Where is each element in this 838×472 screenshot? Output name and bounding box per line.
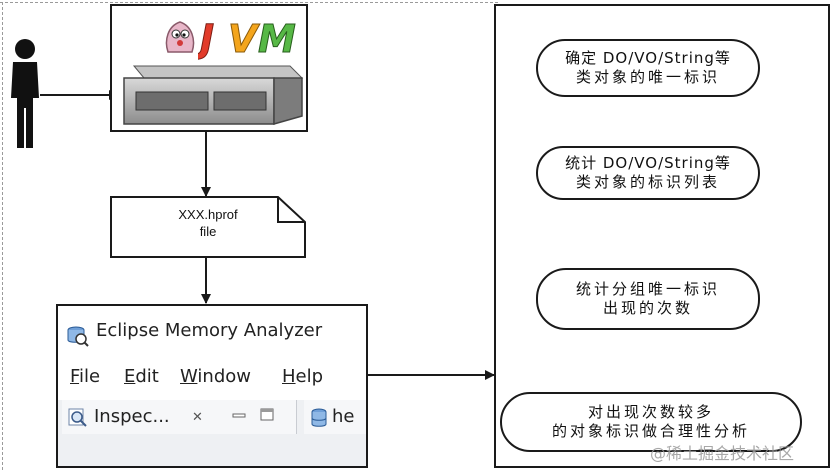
- hprof-file-type: file: [199, 224, 217, 239]
- editor-tab-bar: Inspec... ✕ he: [58, 400, 366, 466]
- watermark: @稀土掘金技术社区: [650, 444, 795, 463]
- jvm-logo-m: M: [258, 17, 296, 60]
- flow-step-3-line-1: 统计分组唯一标识: [575, 280, 720, 298]
- flow-step-2-line-2: 类对象的标识列表: [575, 173, 720, 191]
- magnifier-icon: [68, 408, 87, 427]
- jvm-logo-j: J: [198, 17, 214, 60]
- jvm-logo-v: V: [228, 17, 260, 60]
- tab-inspector[interactable]: Inspec... ✕: [62, 400, 297, 434]
- flow-step-1: 确定 DO/VO/String等 类对象的唯一标识: [536, 39, 760, 97]
- dashed-border-top: [0, 2, 498, 3]
- flow-step-1-line-1: 确定 DO/VO/String等: [565, 49, 731, 67]
- flow-step-3-line-2: 出现的次数: [602, 299, 693, 317]
- menu-window-mnemonic: W: [180, 366, 198, 387]
- tab-heap-label: he: [332, 406, 355, 427]
- menu-help[interactable]: Help: [282, 366, 323, 387]
- flow-step-4-line-2: 的对象标识做合理性分析: [551, 422, 750, 440]
- flow-step-3: 统计分组唯一标识 出现的次数: [536, 268, 760, 330]
- tab-close-icon[interactable]: ✕: [192, 410, 203, 425]
- flow-step-2: 统计 DO/VO/String等 类对象的标识列表: [536, 146, 760, 200]
- jvm-logo: J V M: [198, 17, 297, 61]
- menu-window[interactable]: Window: [180, 366, 251, 387]
- menu-file-mnemonic: F: [70, 366, 80, 387]
- heap-database-icon: [311, 408, 327, 427]
- hprof-file-shape: [110, 196, 306, 258]
- memory-analyzer-icon: [67, 326, 89, 347]
- duke-mascot-icon: [165, 21, 195, 53]
- menu-window-rest: indow: [197, 366, 251, 387]
- flow-step-2-line-1: 统计 DO/VO/String等: [565, 154, 731, 172]
- tab-heap[interactable]: he: [304, 400, 366, 434]
- jvm-box: J V M: [110, 4, 308, 132]
- menu-file-rest: ile: [79, 366, 101, 387]
- menu-help-rest: elp: [295, 366, 324, 387]
- minimize-icon[interactable]: [232, 410, 246, 422]
- memory-analyzer-window: Eclipse Memory Analyzer File Edit Window…: [56, 304, 368, 468]
- flow-step-4-line-1: 对出现次数较多: [587, 403, 714, 421]
- menu-help-mnemonic: H: [282, 366, 296, 387]
- flow-step-4: 对出现次数较多 的对象标识做合理性分析: [500, 392, 802, 452]
- maximize-icon[interactable]: [260, 408, 274, 422]
- hprof-file-name: XXX.hprof: [178, 207, 238, 222]
- server-icon: [123, 65, 304, 125]
- menu-file[interactable]: File: [70, 366, 100, 387]
- tab-inspector-label: Inspec...: [94, 406, 170, 427]
- menu-edit[interactable]: Edit: [124, 366, 159, 387]
- user-icon: [11, 39, 39, 148]
- hprof-file-label: XXX.hprof file: [110, 206, 306, 240]
- dashed-border-left: [2, 2, 3, 470]
- window-title: Eclipse Memory Analyzer: [96, 320, 323, 341]
- menu-edit-mnemonic: E: [124, 366, 136, 387]
- flow-step-1-line-2: 类对象的唯一标识: [575, 68, 720, 86]
- menu-edit-rest: dit: [135, 366, 159, 387]
